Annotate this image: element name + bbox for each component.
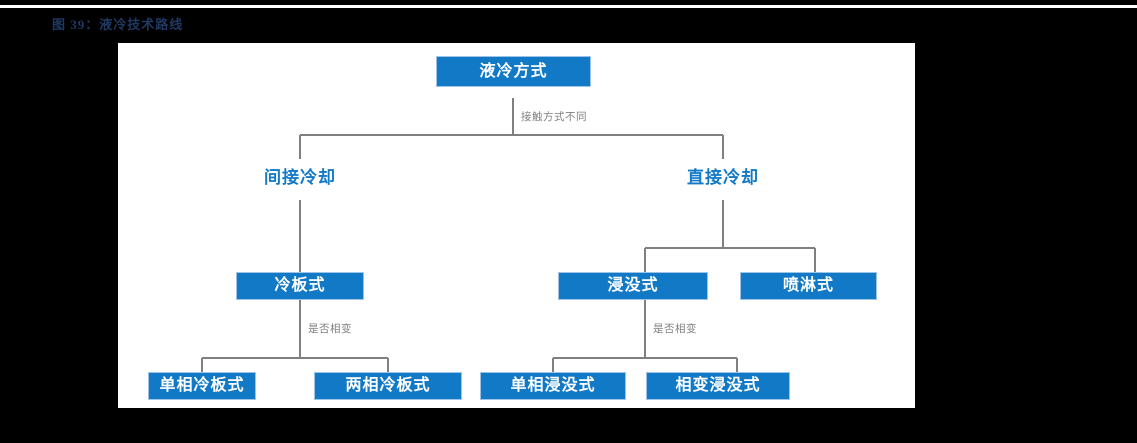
node-indirect-cooling[interactable]: 间接冷却: [264, 167, 336, 187]
connector-layer: [201, 98, 816, 372]
edge-label-immersion-split: 是否相变: [653, 323, 697, 335]
diagram-canvas: 液冷方式 接触方式不同 间接冷却 直接冷却 冷板式 浸没式 喷淋式 是否相变 是…: [118, 43, 915, 408]
edge-label-root-split: 接触方式不同: [521, 111, 587, 123]
node-cold-plate[interactable]: 冷板式: [236, 272, 364, 300]
node-root[interactable]: 液冷方式: [436, 56, 591, 87]
node-spray[interactable]: 喷淋式: [740, 272, 877, 300]
node-single-phase-cold-plate[interactable]: 单相冷板式: [148, 372, 256, 400]
node-single-phase-immersion[interactable]: 单相浸没式: [480, 372, 626, 400]
edge-label-coldplate-split: 是否相变: [308, 323, 352, 335]
node-phase-change-immersion[interactable]: 相变浸没式: [646, 372, 790, 400]
node-direct-cooling[interactable]: 直接冷却: [687, 167, 759, 187]
node-immersion[interactable]: 浸没式: [558, 272, 708, 300]
top-divider-rule: [0, 5, 1137, 8]
figure-caption: 图 39：液冷技术路线: [52, 17, 184, 32]
node-two-phase-cold-plate[interactable]: 两相冷板式: [314, 372, 462, 400]
